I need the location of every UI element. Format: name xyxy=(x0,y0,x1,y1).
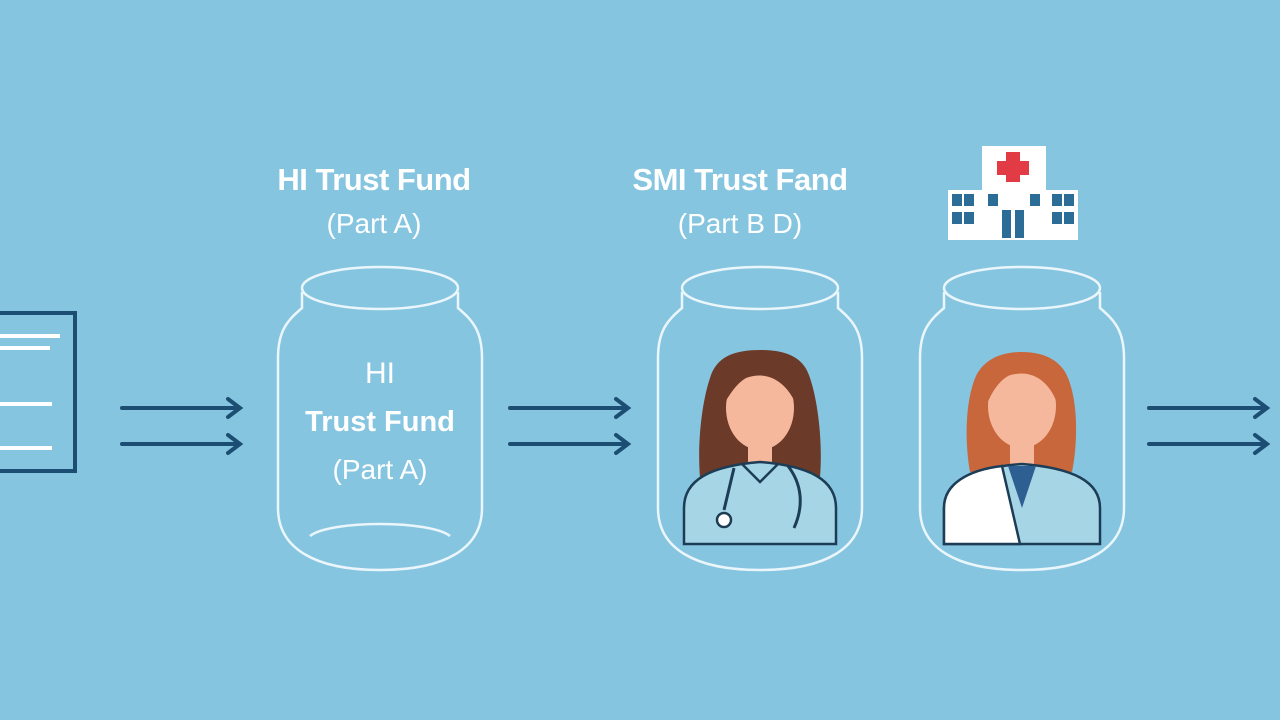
jar-hi-line3: (Part A) xyxy=(332,454,428,485)
document-icon xyxy=(0,311,77,473)
hi-fund-subtitle: (Part A) xyxy=(326,208,422,239)
smi-fund-title: SMI Trust Fand xyxy=(632,162,848,197)
hospital-icon xyxy=(948,146,1078,240)
doctor-stethoscope-icon xyxy=(682,350,838,546)
jar-hi-line1: HI xyxy=(365,357,395,390)
arrow-right-icon xyxy=(508,397,632,455)
hi-fund-title: HI Trust Fund xyxy=(277,162,471,197)
jar-smi-doctor xyxy=(656,265,864,572)
arrow-group-2 xyxy=(508,397,632,455)
jar-provider-doctor xyxy=(918,265,1126,572)
doctor-labcoat-icon xyxy=(942,352,1102,546)
arrow-right-icon xyxy=(1147,397,1271,455)
smi-fund-subtitle: (Part B D) xyxy=(677,208,803,239)
arrow-group-1 xyxy=(120,397,244,455)
jar-hi-line2: Trust Fund xyxy=(305,406,455,438)
jar-hi-trust-fund xyxy=(276,265,484,572)
arrow-right-icon xyxy=(120,397,244,455)
arrow-group-3 xyxy=(1147,397,1271,455)
